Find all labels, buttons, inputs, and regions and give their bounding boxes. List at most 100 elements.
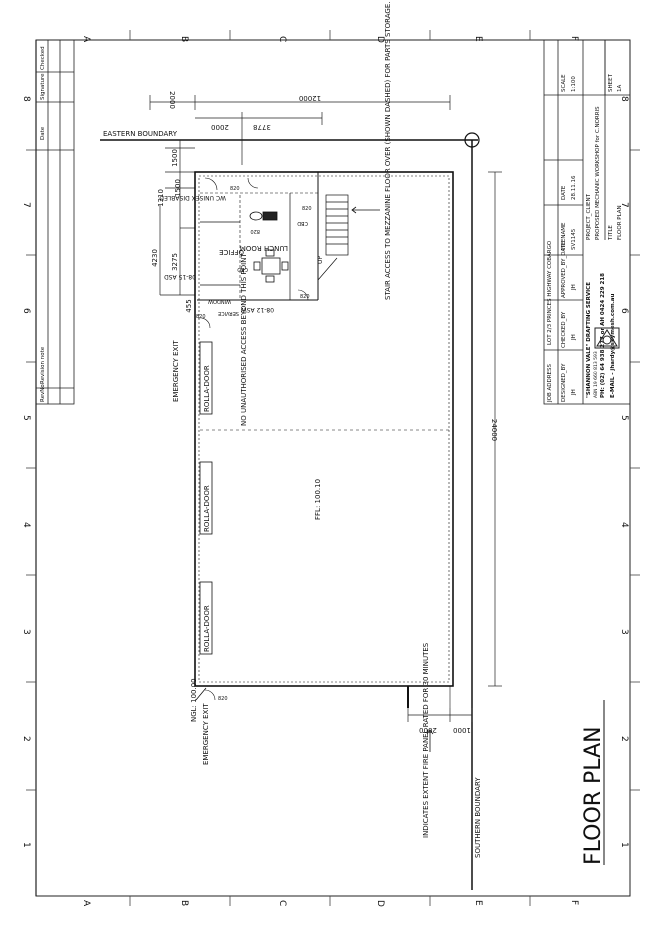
svg-text:820: 820 bbox=[196, 314, 206, 320]
ngl-label: NGL: 100.00 bbox=[190, 678, 198, 722]
southern-boundary-label: SOUTHERN BOUNDARY bbox=[474, 777, 482, 858]
svg-text:455: 455 bbox=[185, 299, 193, 312]
svg-text:3778: 3778 bbox=[253, 123, 271, 131]
building-outline bbox=[194, 171, 454, 687]
drawing-title: FLOOR PLAN bbox=[581, 726, 606, 865]
office-label: OFFICE bbox=[219, 248, 244, 256]
stair-icon bbox=[317, 194, 349, 281]
dimension-text: 2000 12000 2000 3778 1500 1500 1310 4230… bbox=[151, 91, 498, 734]
grid-letters: A B C D E F A B C D E F bbox=[81, 36, 579, 907]
grid-number: 8 bbox=[21, 96, 31, 102]
svg-text:ABN 19 660 813 593: ABN 19 660 813 593 bbox=[593, 351, 599, 398]
svg-text:2000: 2000 bbox=[419, 726, 437, 734]
door-swings bbox=[197, 177, 309, 701]
grid-number: 8 bbox=[619, 96, 629, 102]
svg-text:12000: 12000 bbox=[299, 94, 321, 102]
grid-number: 5 bbox=[21, 415, 31, 421]
window-label: WINDOW bbox=[208, 298, 231, 304]
svg-text:APPROVED_BY_DATE: APPROVED_BY_DATE bbox=[561, 241, 567, 298]
rolla-door-label: ROLLA-DOOR bbox=[203, 485, 211, 532]
svg-text:SHEET: SHEET bbox=[608, 73, 614, 92]
grid-number: 4 bbox=[619, 522, 629, 528]
svg-text:PH: (02) 64 938 277 or AH 0424: PH: (02) 64 938 277 or AH 0424 229 218 bbox=[600, 273, 606, 398]
grid-number: 3 bbox=[21, 629, 31, 635]
svg-text:JOB ADDRESS: JOB ADDRESS bbox=[547, 364, 553, 403]
title-block-text: JOB ADDRESS LOT 2/3 PRINCES HIGHWAY COBA… bbox=[547, 73, 623, 403]
svg-text:1:100: 1:100 bbox=[571, 76, 577, 92]
svg-text:PROJECT_CLIENT: PROJECT_CLIENT bbox=[586, 193, 592, 240]
rev-header: Date bbox=[40, 126, 46, 140]
svg-text:SCALE: SCALE bbox=[561, 74, 567, 92]
svg-text:JH: JH bbox=[571, 389, 577, 396]
outer-border bbox=[35, 39, 631, 897]
svg-text:1A: 1A bbox=[617, 85, 623, 92]
grid-number: 6 bbox=[619, 308, 629, 314]
grid-number: 1 bbox=[619, 842, 629, 848]
dimension-lines bbox=[149, 95, 502, 722]
grid-letter: D bbox=[375, 36, 385, 43]
svg-text:820: 820 bbox=[300, 294, 310, 300]
svg-text:SV1145: SV1145 bbox=[571, 228, 577, 250]
wc-label: WC UNISEX DISABLED bbox=[159, 194, 226, 201]
grid-ticks bbox=[26, 30, 640, 906]
fire-note: INDICATES EXTENT FIRE PANEL RATED FOR 30… bbox=[422, 642, 430, 838]
svg-text:CBD: CBD bbox=[237, 266, 248, 272]
svg-text:PROPOSED MECHANIC WORKSHOP for: PROPOSED MECHANIC WORKSHOP for C.NORRIS bbox=[595, 106, 601, 240]
grid-number: 7 bbox=[21, 202, 31, 208]
svg-text:2000: 2000 bbox=[211, 123, 229, 131]
annotation-notes: EMERGENCY EXIT NO UNAUTHORISED ACCESS BE… bbox=[172, 0, 430, 838]
svg-text:DESIGNED_BY: DESIGNED_BY bbox=[561, 363, 567, 402]
rev-header: Checked bbox=[40, 46, 46, 70]
grid-letter: C bbox=[277, 900, 287, 906]
svg-text:3275: 3275 bbox=[171, 253, 179, 271]
grid-letter: F bbox=[569, 900, 579, 905]
grid-number: 7 bbox=[619, 202, 629, 208]
grid-numbers: 1 2 3 4 5 6 7 8 1 2 3 4 5 6 7 8 bbox=[21, 96, 629, 848]
grid-number: 5 bbox=[619, 415, 629, 421]
rev-header: RevNo bbox=[40, 384, 46, 402]
grid-number: 1 bbox=[21, 842, 31, 848]
svg-text:TITLE: TITLE bbox=[608, 225, 614, 241]
lunch-room-label: LUNCH ROOM bbox=[240, 244, 288, 252]
dining-table-icon bbox=[253, 249, 289, 283]
emergency-exit-label: EMERGENCY EXIT bbox=[202, 703, 210, 765]
rolla-door-label: ROLLA-DOOR bbox=[203, 365, 211, 412]
svg-text:2000: 2000 bbox=[168, 91, 176, 109]
svg-text:24000: 24000 bbox=[490, 419, 498, 441]
window-code-label: 08-15 ASD bbox=[164, 273, 196, 280]
grid-letter: D bbox=[375, 900, 385, 907]
svg-text:820: 820 bbox=[250, 228, 260, 234]
grid-letter: B bbox=[179, 900, 189, 906]
toilet-icon bbox=[249, 211, 278, 221]
ffl-label: FFL: 100.10 bbox=[314, 479, 322, 520]
svg-text:28.11.16: 28.11.16 bbox=[571, 175, 577, 200]
svg-text:CHECKED_BY: CHECKED_BY bbox=[561, 311, 567, 348]
grid-letter: E bbox=[473, 900, 483, 906]
svg-text:LOT 2/3 PRINCES HIGHWAY COBARG: LOT 2/3 PRINCES HIGHWAY COBARGO bbox=[547, 240, 553, 345]
no-access-note: NO UNAUTHORISED ACCESS BEYOND THIS POINT bbox=[240, 253, 248, 426]
emergency-exit-label: EMERGENCY EXIT bbox=[172, 340, 180, 402]
service-label: SERVICE bbox=[218, 310, 239, 316]
svg-text:JH: JH bbox=[571, 334, 577, 341]
svg-text:820: 820 bbox=[218, 696, 228, 702]
svg-text:4230: 4230 bbox=[151, 249, 159, 267]
svg-text:1000: 1000 bbox=[453, 726, 471, 734]
rolla-door-frames bbox=[199, 341, 213, 655]
grid-letter: F bbox=[569, 36, 579, 41]
stair-note: STAIR ACCESS TO MEZZANINE FLOOR OVER (SH… bbox=[384, 0, 392, 300]
svg-text:DATE: DATE bbox=[561, 185, 567, 200]
rev-header: Signature bbox=[40, 73, 46, 100]
company-logo-icon bbox=[594, 327, 620, 349]
svg-text:1500: 1500 bbox=[174, 179, 182, 197]
grid-number: 6 bbox=[21, 308, 31, 314]
grid-letter: E bbox=[473, 36, 483, 42]
svg-text:FILENAME: FILENAME bbox=[561, 222, 567, 250]
grid-letter: C bbox=[277, 36, 287, 42]
revision-headers: RevNo Revision note Date Signature Check… bbox=[40, 46, 46, 402]
svg-text:FLOOR PLAN: FLOOR PLAN bbox=[617, 205, 623, 240]
svg-text:1310: 1310 bbox=[157, 189, 165, 207]
room-labels: OFFICE LUNCH ROOM WC UNISEX DISABLED SER… bbox=[159, 186, 324, 702]
arrow-icons bbox=[195, 206, 434, 752]
